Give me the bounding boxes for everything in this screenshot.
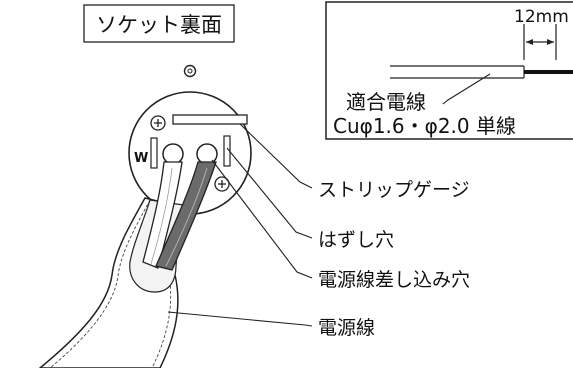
release-slot-left [150,137,158,169]
callout-release-hole: はずし穴 [318,229,394,251]
title-text: ソケット裏面 [96,13,222,37]
leader-release-hole [226,147,313,239]
callout-insertion-hole: 電源線差し込み穴 [318,269,470,291]
screw-bottom-icon [214,176,230,192]
leader-insertion-hole [211,159,313,279]
dimension-arrowhead-right [547,39,554,45]
leader-power-cable [167,311,313,327]
wire-white [142,161,183,269]
mount-hole-icon [183,64,197,78]
title-box: ソケット裏面 [83,4,235,43]
dimension-arrowhead-left [526,39,533,45]
callout-power-cable: 電源線 [318,317,375,339]
wire-black [155,161,217,271]
leader-strip-gauge [239,123,313,189]
w-mark: W [134,151,148,166]
inset-box: 12mm 適合電線 Cuφ1.6・φ2.0 単線 [325,1,573,140]
wire-label: 適合電線 [346,90,426,114]
insertion-hole-left [162,143,184,165]
callout-leaders [167,123,313,327]
socket-back: W [38,64,252,368]
insertion-hole-right [196,143,218,165]
wire-spec: Cuφ1.6・φ2.0 単線 [333,114,516,138]
dimension-label: 12mm [514,7,569,27]
wire-label-leader [442,73,491,105]
screw-top-icon [150,115,166,131]
strip-gauge [172,114,248,125]
callout-strip-gauge: ストリップゲージ [318,179,470,201]
